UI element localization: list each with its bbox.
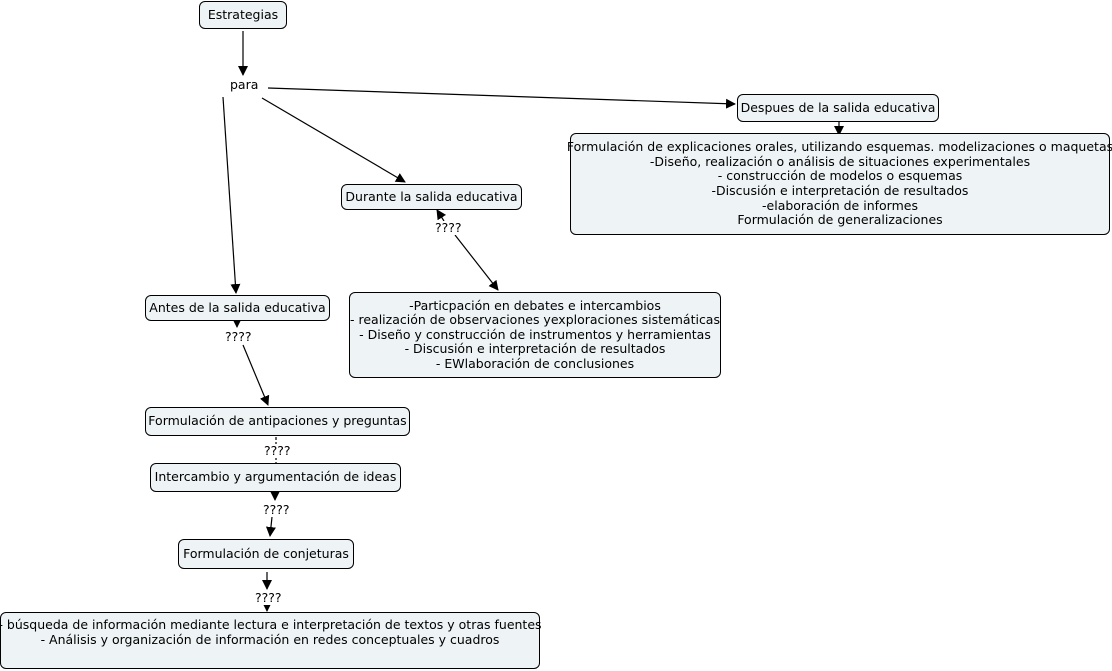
node-estrategias[interactable]: Estrategias xyxy=(199,1,287,29)
edge-q4-conjeturas xyxy=(265,516,276,537)
edge-q2-antipaciones xyxy=(242,344,270,406)
durante-detalle-line: - Diseño y construcción de instrumentos … xyxy=(359,326,711,342)
durante-detalle-line: -Particpación en debates e intercambios xyxy=(409,297,661,313)
node-durante-detalle[interactable]: -Particpación en debates e intercambios … xyxy=(349,292,721,378)
despues-detalle-line: Formulación de explicaciones orales, uti… xyxy=(566,139,1112,155)
edge-durante-q1 xyxy=(436,209,447,222)
busqueda-detalle-line: - Análisis y organización de información… xyxy=(40,631,500,647)
durante-detalle-line: - Discusión e interpretación de resultad… xyxy=(404,341,666,357)
node-conjeturas[interactable]: Formulación de conjeturas xyxy=(178,539,354,569)
busqueda-detalle-line: - búsqueda de información mediante lectu… xyxy=(0,617,542,632)
link-label-para: para xyxy=(228,77,261,92)
edge-para-antes xyxy=(222,96,241,294)
link-label-q1: ???? xyxy=(433,220,464,235)
node-busqueda-detalle[interactable]: - búsqueda de información mediante lectu… xyxy=(0,612,542,669)
node-antipaciones[interactable]: Formulación de antipaciones y preguntas xyxy=(145,407,410,436)
despues-detalle-line: -Diseño, realización o análisis de situa… xyxy=(649,153,1031,169)
node-despues[interactable]: Despues de la salida educativa xyxy=(737,94,939,122)
node-durante[interactable]: Durante la salida educativa xyxy=(341,184,522,210)
node-intercambio[interactable]: Intercambio y argumentación de ideas xyxy=(150,463,401,492)
despues-detalle-line: -Discusión e interpretación de resultado… xyxy=(711,183,969,198)
edge-para-despues xyxy=(267,87,736,109)
node-despues-detalle[interactable]: Formulación de explicaciones orales, uti… xyxy=(566,133,1112,235)
despues-detalle-line: Formulación de generalizaciones xyxy=(737,212,943,228)
node-antes[interactable]: Antes de la salida educativa xyxy=(145,295,330,321)
edge-q1-durante-detalle xyxy=(454,234,499,291)
despues-detalle-line: -elaboración de informes xyxy=(762,197,918,213)
link-label-q2: ???? xyxy=(223,329,254,344)
durante-detalle-line: - EWlaboración de conclusiones xyxy=(435,355,635,371)
link-label-q4: ???? xyxy=(261,502,292,517)
link-label-q5: ???? xyxy=(253,590,284,605)
edge-para-durante xyxy=(261,97,406,183)
link-label-q3: ???? xyxy=(262,443,293,458)
despues-detalle-line: - construcción de modelos o esquemas xyxy=(717,168,963,184)
durante-detalle-line: - realización de observaciones yexplorac… xyxy=(350,312,720,328)
